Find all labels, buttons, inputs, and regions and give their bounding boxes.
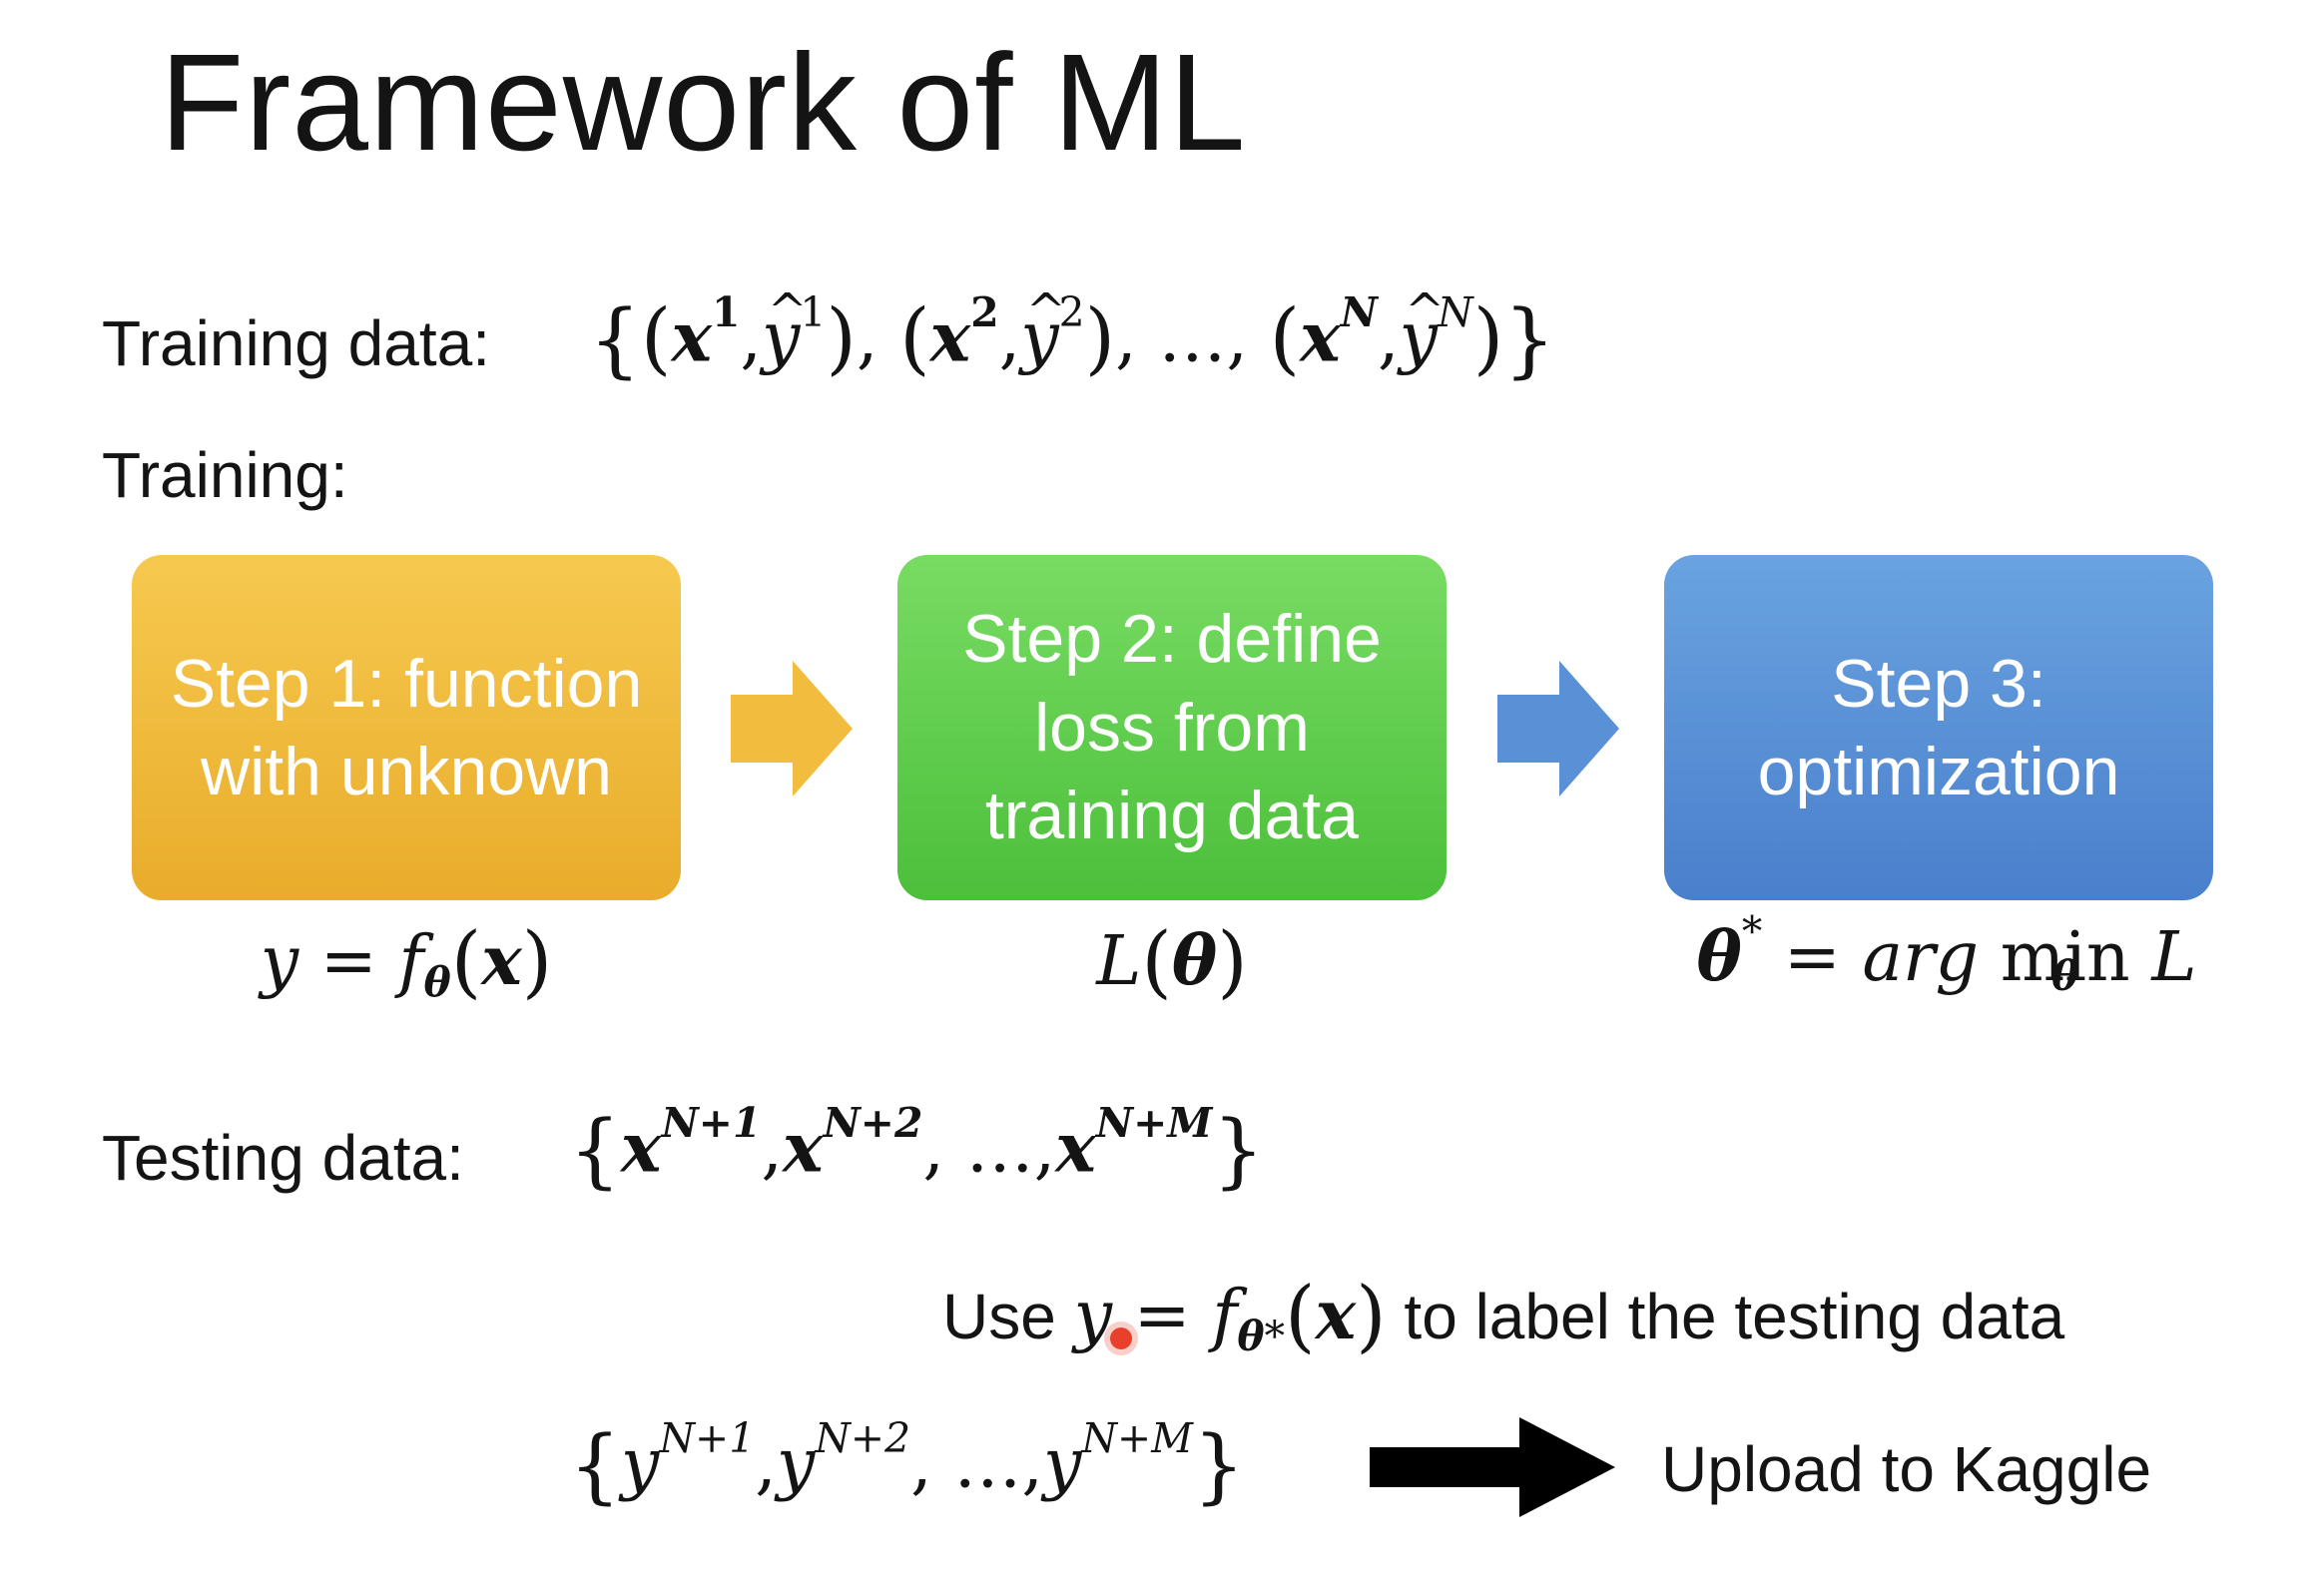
arrow-right-icon [731, 661, 853, 796]
arrow-2-shape [1497, 661, 1619, 796]
slide-title: Framework of ML [160, 26, 1247, 180]
testing-data-label: Testing data: [102, 1122, 464, 1194]
model-formula: y = fθ(x) [260, 916, 553, 1007]
step-2-box: Step 2: define loss from training data [897, 555, 1447, 900]
arrow-right-icon [1370, 1417, 1615, 1517]
loss-formula: L(θ) [1096, 916, 1248, 1007]
predicted-labels-set: {yN+1,yN+2, …,yN+M} [569, 1413, 1245, 1513]
use-model-line: Use y = fθ*(x) to label the testing data [942, 1271, 2065, 1361]
training-data-label: Training data: [102, 307, 490, 379]
upload-arrow-shape [1370, 1417, 1615, 1517]
arrow-right-icon [1497, 661, 1619, 796]
training-label: Training: [102, 439, 348, 511]
step-1-box: Step 1: function with unknown [132, 555, 681, 900]
step-3-text: Step 3: optimization [1757, 645, 2120, 809]
arrow-1-shape [731, 661, 853, 796]
upload-to-kaggle-label: Upload to Kaggle [1661, 1433, 2152, 1505]
testing-data-set: {xN+1,xN+2, …,xN+M} [569, 1098, 1265, 1198]
mouse-cursor-dot [1110, 1327, 1132, 1349]
training-data-set: {(x1,y1), (x2,y2), …, (xN,yN)} [589, 288, 1555, 381]
step-2-text: Step 2: define loss from training data [962, 601, 1382, 854]
step-3-box: Step 3: optimization [1664, 555, 2213, 900]
step-1-text: Step 1: function with unknown [170, 645, 643, 809]
